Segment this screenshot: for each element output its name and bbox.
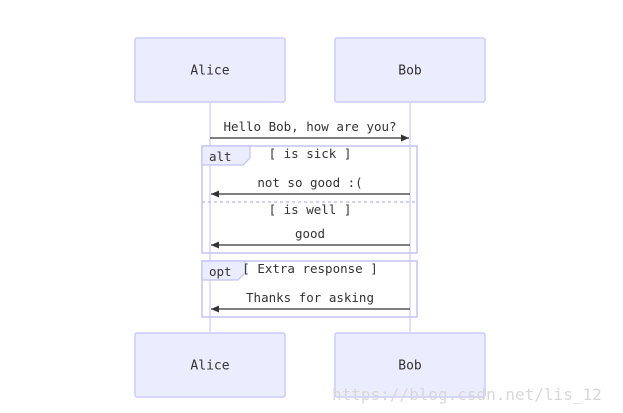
alt-condition-sick: [ is sick ] (269, 146, 352, 161)
opt-frame-label: opt (209, 264, 232, 279)
alt-frame: alt [ is sick ] [ is well ] (201, 145, 418, 254)
message-well-reply-label: good (295, 226, 325, 241)
actor-alice-bottom-label: Alice (190, 359, 229, 374)
actor-alice-top-label: Alice (190, 64, 229, 79)
message-greeting-label: Hello Bob, how are you? (223, 119, 396, 134)
opt-frame: opt [ Extra response ] (201, 260, 418, 318)
alt-frame-label: alt (209, 149, 232, 164)
actor-bob-top-label: Bob (398, 64, 422, 79)
actor-bob-top: Bob (334, 37, 486, 103)
opt-condition-extra: [ Extra response ] (242, 261, 377, 276)
alt-condition-well: [ is well ] (269, 202, 352, 217)
actor-alice-bottom: Alice (134, 332, 286, 398)
actor-alice-top: Alice (134, 37, 286, 103)
opt-frame-tab (201, 260, 246, 281)
alt-frame-tab (201, 145, 251, 166)
watermark-text: https://blog.csdn.net/lis_12 (332, 385, 602, 404)
actor-bob-bottom-label: Bob (398, 359, 422, 374)
message-sick-reply-label: not so good :( (257, 175, 362, 190)
message-thanks-label: Thanks for asking (246, 290, 374, 305)
actor-bob-bottom: Bob (334, 332, 486, 398)
